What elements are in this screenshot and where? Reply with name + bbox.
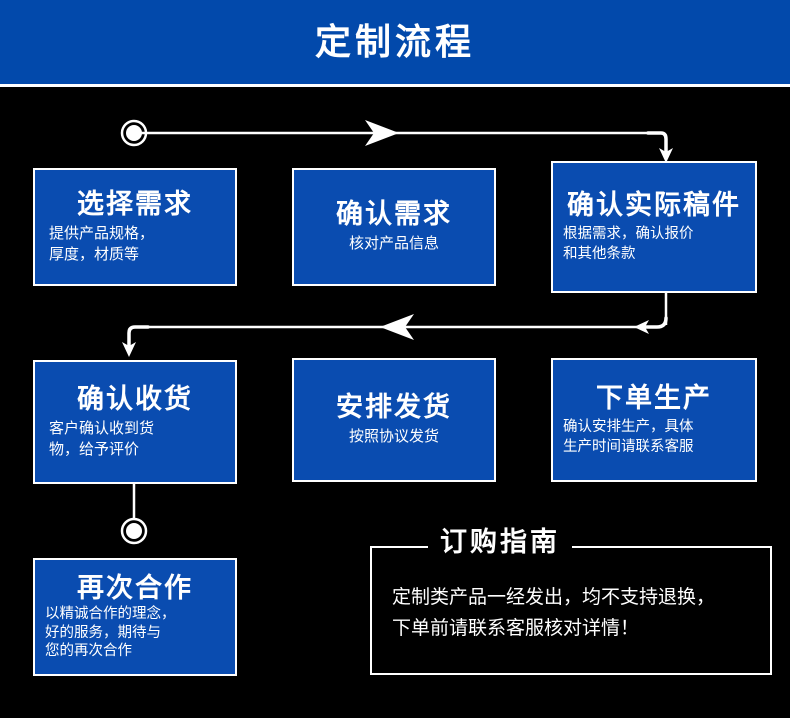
- start-node-ring: [120, 119, 148, 147]
- end-node-ring: [120, 517, 148, 545]
- order-guide-body: 定制类产品一经发出，均不支持退换， 下单前请联系客服核对详情！: [392, 582, 762, 645]
- step-title: 下单生产: [596, 382, 712, 413]
- step-description: 以精诚合作的理念， 好的服务，期待与 您的再次合作: [41, 605, 176, 662]
- step-description-line: 根据需求，确认报价: [563, 225, 694, 242]
- step-card-repeat-cooperation[interactable]: 再次合作 以精诚合作的理念， 好的服务，期待与 您的再次合作: [33, 558, 237, 676]
- step-description-line: 您的再次合作: [45, 643, 132, 660]
- step-card-confirm-receipt[interactable]: 确认收货 客户确认收到货 物，给予评价: [33, 360, 237, 484]
- step-description-line: 提供产品规格，: [49, 225, 155, 243]
- step-description-line: 和其他条款: [563, 245, 636, 262]
- step-description-line: 生产时间请联系客服: [563, 438, 694, 455]
- step-title: 选择需求: [77, 189, 193, 220]
- arrow-left-icon: [380, 314, 414, 340]
- step-description-line: 确认安排生产，具体: [563, 418, 694, 435]
- step-card-arrange-shipping[interactable]: 安排发货 按照协议发货: [292, 358, 496, 482]
- step-card-place-order-production[interactable]: 下单生产 确认安排生产，具体 生产时间请联系客服: [551, 358, 757, 482]
- step-description: 客户确认收到货 物，给予评价: [41, 419, 154, 460]
- order-guide-line: 下单前请联系客服核对详情！: [392, 618, 640, 640]
- step-description-line: 按照协议发货: [348, 428, 439, 446]
- step-title: 确认收货: [77, 384, 193, 415]
- step-description: 提供产品规格， 厚度，材质等: [41, 224, 154, 265]
- step-description-line: 物，给予评价: [49, 440, 140, 458]
- step-title: 确认需求: [336, 199, 452, 230]
- step-description-line: 厚度，材质等: [49, 245, 140, 263]
- arrow-left-small-icon: [634, 320, 649, 334]
- step-description: 按照协议发货: [349, 427, 439, 447]
- order-guide-line: 定制类产品一经发出，均不支持退换，: [392, 587, 716, 608]
- arrow-down-small-icon: [122, 342, 136, 357]
- end-node-dot: [126, 523, 142, 539]
- step-description: 确认安排生产，具体 生产时间请联系客服: [559, 418, 694, 457]
- step-description-line: 核对产品信息: [348, 235, 439, 253]
- step-title: 确认实际稿件: [567, 189, 741, 220]
- arrow-right-icon: [365, 120, 399, 146]
- order-guide-panel: [370, 546, 772, 675]
- step-description-line: 客户确认收到货: [49, 420, 155, 438]
- step-title: 再次合作: [77, 572, 193, 603]
- step-description-line: 以精诚合作的理念，: [45, 605, 176, 622]
- page-header-banner: 定制流程: [0, 0, 790, 84]
- step-description: 根据需求，确认报价 和其他条款: [559, 225, 694, 264]
- step-card-confirm-draft[interactable]: 确认实际稿件 根据需求，确认报价 和其他条款: [551, 161, 757, 293]
- page-title: 定制流程: [314, 21, 475, 62]
- step-description-line: 好的服务，期待与: [45, 624, 161, 641]
- step-description: 核对产品信息: [349, 234, 439, 254]
- step-card-select-requirement[interactable]: 选择需求 提供产品规格， 厚度，材质等: [33, 168, 237, 286]
- step-title: 安排发货: [336, 392, 452, 423]
- start-node-dot: [126, 125, 142, 141]
- order-guide-title: 订购指南: [428, 527, 572, 557]
- step-card-confirm-requirement[interactable]: 确认需求 核对产品信息: [292, 168, 496, 286]
- header-divider: [0, 84, 790, 87]
